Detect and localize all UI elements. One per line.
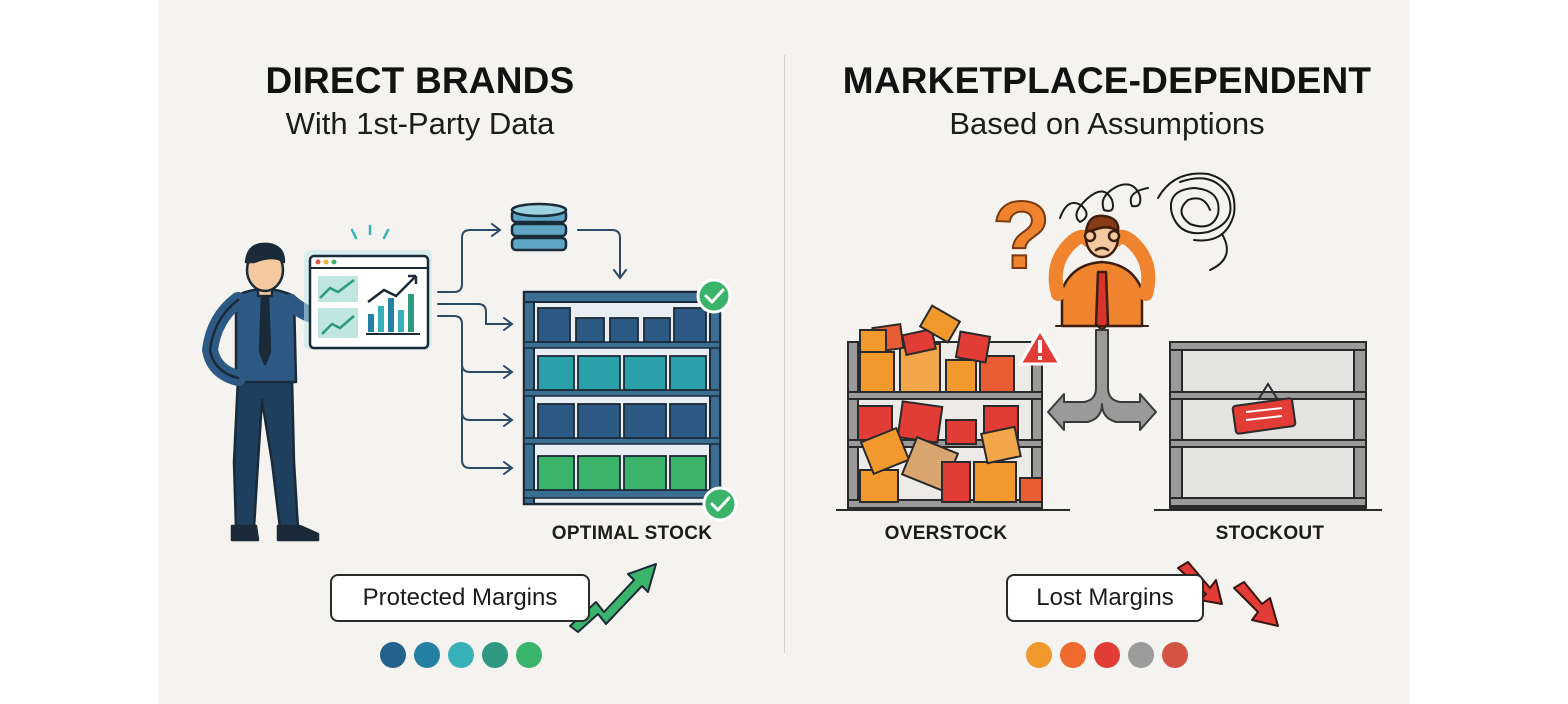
data-flow-arrows: [437, 223, 627, 475]
check-icon: [702, 486, 738, 522]
check-icon: [696, 278, 732, 314]
optimal-stock-shelf: [522, 290, 722, 506]
stockout-label: STOCKOUT: [1215, 523, 1325, 544]
analyst-person-icon: [202, 242, 355, 542]
palette-swatch: [1094, 642, 1120, 668]
optimal-stock-label: OPTIMAL STOCK: [551, 523, 713, 544]
left-subtitle: With 1st-Party Data: [285, 106, 555, 141]
database-icon: [510, 202, 568, 252]
empty-stockout-shelf: [1169, 341, 1367, 509]
palette-swatch: [448, 642, 474, 668]
split-direction-arrow-icon: [1047, 329, 1157, 431]
lost-margins-badge: Lost Margins: [1006, 574, 1204, 622]
trend-up-arrow-icon: [569, 563, 657, 633]
protected-margins-badge: Protected Margins: [330, 574, 590, 622]
palette-swatch: [380, 642, 406, 668]
left-illustration: [202, 202, 738, 633]
overstock-shelf: [847, 304, 1063, 509]
palette-swatch: [1128, 642, 1154, 668]
right-title: MARKETPLACE-DEPENDENT: [842, 60, 1372, 101]
palette-swatch: [1060, 642, 1086, 668]
infographic-canvas: DIRECT BRANDS With 1st-Party Data: [158, 0, 1410, 704]
palette-swatch: [1162, 642, 1188, 668]
palette-swatch: [516, 642, 542, 668]
analytics-dashboard-icon: [304, 224, 432, 350]
right-subtitle: Based on Assumptions: [949, 106, 1265, 141]
stressed-person-icon: [1048, 214, 1156, 332]
svg-text:?: ?: [992, 182, 1051, 289]
palette-swatch: [482, 642, 508, 668]
right-illustration: ?: [836, 172, 1382, 627]
overstock-label: OVERSTOCK: [884, 523, 1008, 544]
confusion-scribble-icon: [1059, 172, 1236, 271]
palette-swatch: [414, 642, 440, 668]
center-divider: [784, 55, 785, 653]
palette-swatch: [1026, 642, 1052, 668]
question-mark-icon: ?: [991, 181, 1052, 290]
left-title: DIRECT BRANDS: [265, 60, 575, 101]
